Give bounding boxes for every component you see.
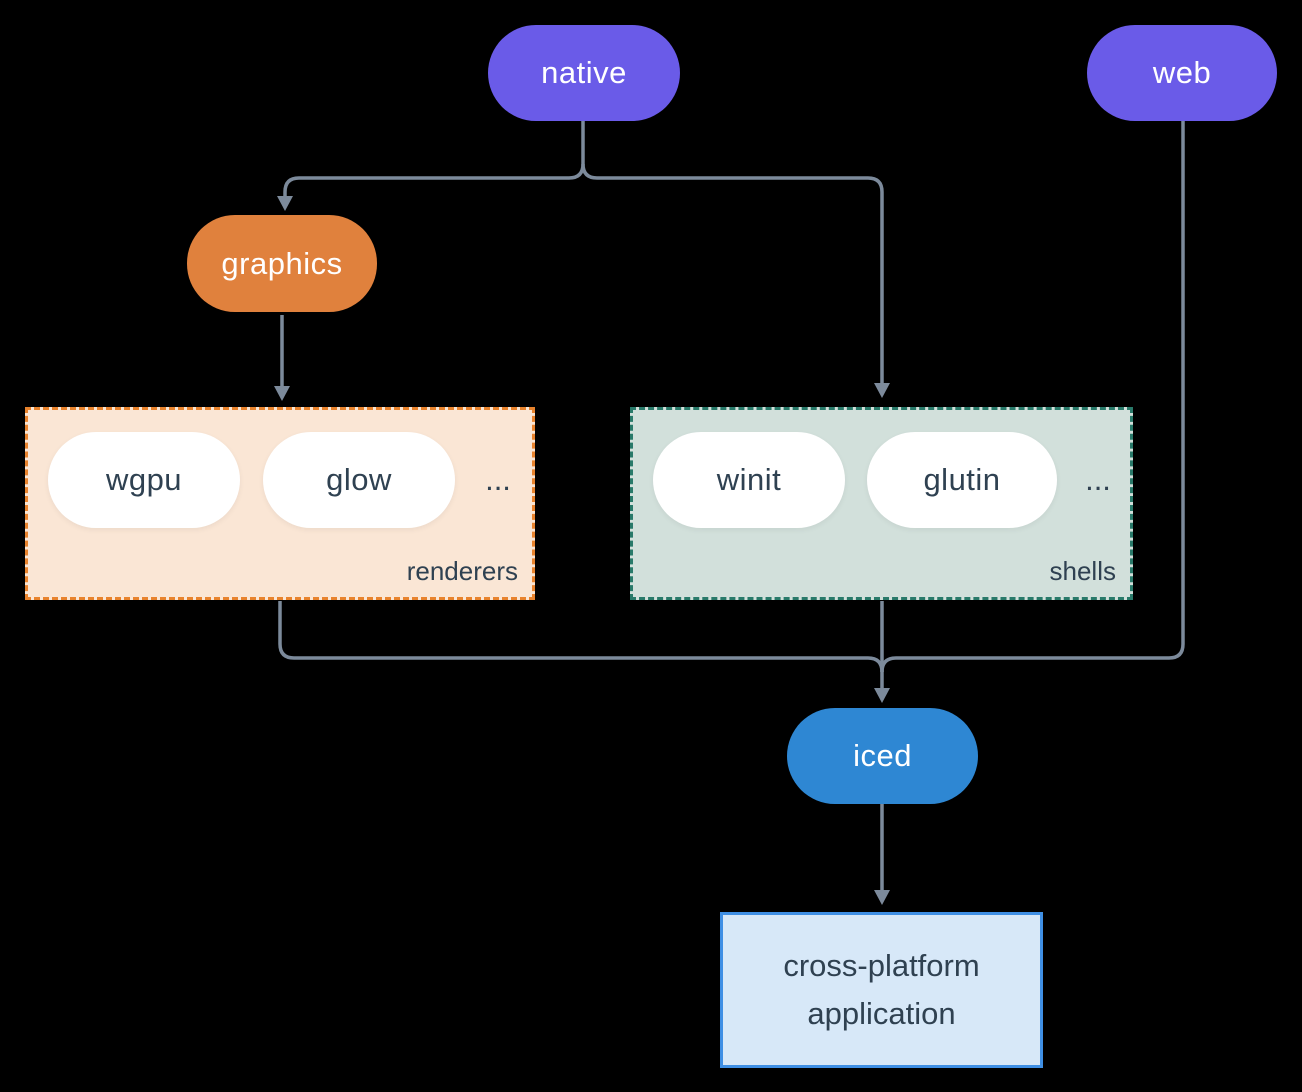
node-graphics: graphics xyxy=(187,215,377,312)
renderers-more-ellipsis: ... xyxy=(485,462,511,497)
pill-glutin: glutin xyxy=(867,432,1057,528)
pill-winit: winit xyxy=(653,432,845,528)
edge-renderers-merge xyxy=(278,601,884,673)
node-iced: iced xyxy=(787,708,978,804)
pill-glow: glow xyxy=(263,432,455,528)
node-cross-platform-application: cross-platform application xyxy=(720,912,1043,1068)
node-web: web xyxy=(1087,25,1277,121)
renderers-caption: renderers xyxy=(406,556,518,586)
pill-wgpu: wgpu xyxy=(48,432,240,528)
edge-native-shells xyxy=(581,163,890,398)
shells-caption: shells xyxy=(1049,556,1116,586)
group-renderers: wgpu glow ... renderers xyxy=(25,407,535,600)
node-native: native xyxy=(488,25,680,121)
shells-more-ellipsis: ... xyxy=(1085,462,1111,497)
edge-native-graphics xyxy=(277,121,585,211)
group-shells: winit glutin ... shells xyxy=(630,407,1133,600)
